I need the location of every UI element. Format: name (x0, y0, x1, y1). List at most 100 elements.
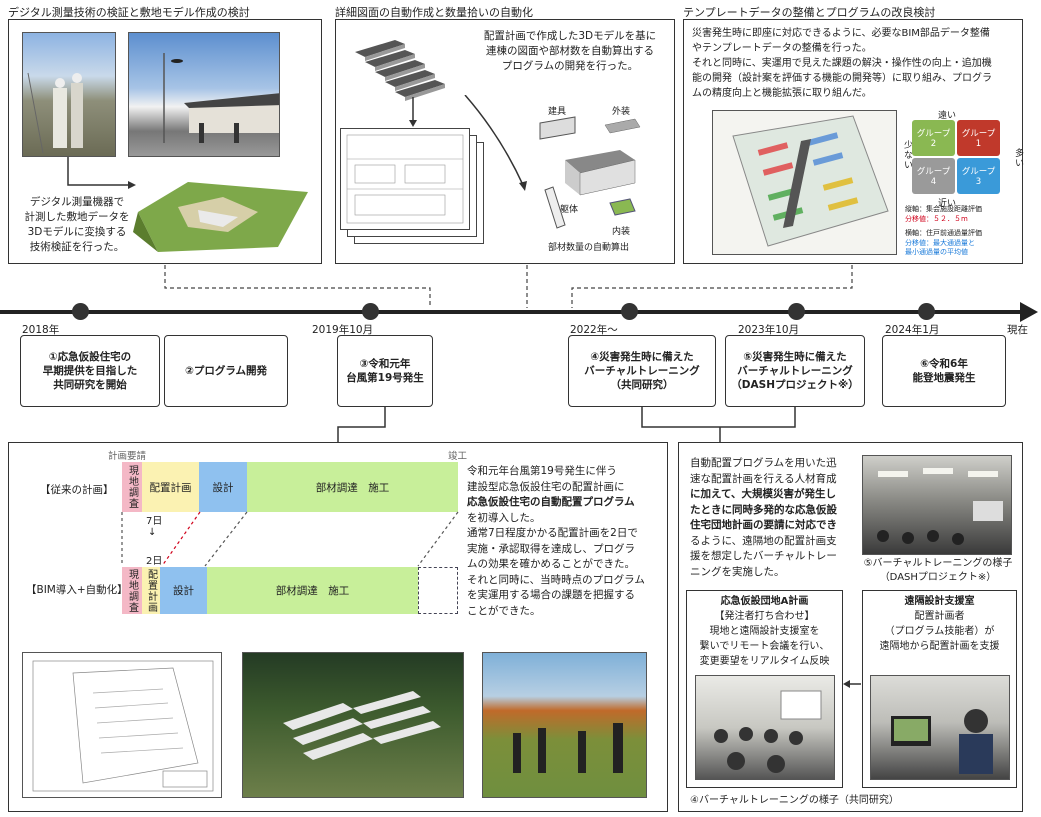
panel1-title: デジタル測量技術の検証と敷地モデル作成の検討 (8, 6, 250, 19)
panel3-desc-line: 能の開発（設計案を評価する機能の開発等）に取り組み、プログラ (692, 73, 992, 84)
group-3-cell: グループ 3 (957, 158, 1000, 194)
timeline-dot-2022 (621, 303, 638, 320)
desc-line: ニングを実施した。 (690, 565, 785, 578)
panel2-desc-line: プログラムの開発を行った。 (501, 60, 639, 72)
axis-bottom-label: 近い (938, 199, 957, 209)
legend-line: 横軸：住戸前通過量評価 (905, 229, 982, 237)
row1-survey: 現地調査 (122, 462, 142, 512)
panel3-title: テンプレートデータの整備とプログラムの改良検討 (683, 6, 936, 19)
caption-line: ⑤バーチャルトレーニングの様子 (863, 558, 1013, 569)
desc-line: に加えて、大規模災害が発生し (690, 488, 836, 500)
event-box-6: ⑥令和6年 能登地震発生 (882, 335, 1006, 407)
remote-room-line: 遠隔地から配置計画を支援 (879, 641, 1000, 652)
site-meeting-title: 応急仮設団地A計画 (720, 596, 809, 607)
remote-room-text: 遠隔設計支援室 配置計画者 （プログラム技能者）が 遠隔地から配置計画を支援 (864, 594, 1015, 654)
event-box-2: ②プログラム開発 (164, 335, 288, 407)
bottom-right-desc: 自動配置プログラムを用いた迅 速な配置計画を行える人材育成 に加えて、大規模災害… (690, 456, 855, 580)
bottom-right-caption: ④バーチャルトレーニングの様子（共同研究） (690, 795, 899, 806)
desc-line: 速な配置計画を行える人材育成 (690, 472, 837, 485)
axis-left-label: 少ない (902, 140, 912, 170)
panel1-connector (67, 157, 136, 189)
row1-build: 部材調達 施工 (247, 462, 458, 512)
timeline-dot-2024 (918, 303, 935, 320)
desc-line: たときに同時多発的な応急仮設 (690, 503, 837, 516)
desc-line: ムの効果を確かめることができた。 (467, 558, 635, 570)
group-1-cell: グループ 1 (957, 120, 1000, 156)
desc-line: それと同時に、当時時点のプログラム (467, 573, 645, 586)
remote-room-line: 配置計画者 (914, 611, 965, 622)
site-survey-photo (482, 652, 647, 798)
panel3-desc-line: やテンプレートデータの整備を行った。 (692, 43, 872, 54)
panel2-desc: 配置計画で作成した3Dモデルを基に 連棟の図面や部材数を自動算出する プログラム… (475, 29, 665, 74)
row2-design: 設計 (160, 567, 207, 614)
panel1-desc-line: 技術検証を行った。 (29, 241, 125, 253)
quadrant-legend: 縦軸：集会施設距離評価 分移値：５２．５m 横軸：住戸前通過量評価 分移値：最大… (905, 205, 982, 258)
building-3d-model (345, 32, 465, 112)
year-label-now: 現在 (1007, 324, 1028, 336)
part-label-frame: 躯体 (560, 205, 579, 215)
timeline-compare-lines (121, 511, 459, 567)
panel3-desc-line: 災害発生時に即座に対応できるように、必要なBIM部品データ整備 (692, 28, 990, 39)
timeline-dot-2018 (72, 303, 89, 320)
site-meeting-line: 繋いでリモート会議を行い、 (699, 641, 830, 652)
aerial-render-photo (242, 652, 464, 798)
panel2-arrows (409, 95, 527, 191)
panel1-desc-line: 3Dモデルに変換する (27, 226, 127, 238)
event-box-4: ④災害発生時に備えた バーチャルトレーニング （共同研究） (568, 335, 716, 407)
site-meeting-line: 【発注者打ち合わせ】 (714, 611, 815, 622)
desc-line: を初導入した。 (467, 511, 541, 524)
panel1-desc-line: 計測した敷地データを (24, 211, 130, 223)
panel3-desc: 災害発生時に即座に対応できるように、必要なBIM部品データ整備 やテンプレートデ… (692, 26, 1017, 101)
desc-line: 住宅団地計画の要請に対応でき (690, 519, 837, 531)
layout-plan-image (712, 110, 897, 255)
desc-line: 援を想定したバーチャルトレー (690, 550, 837, 562)
axis-top-label: 遠い (938, 111, 957, 121)
legend-line: 縦軸：集会施設距離評価 (905, 205, 982, 213)
remote-room-line: （プログラム技能者）が (884, 626, 995, 637)
timeline-dot-2019 (362, 303, 379, 320)
drawing-sheets (340, 128, 485, 248)
year-label-2024: 2024年1月 (885, 324, 940, 336)
site-meeting-line: 変更要望をリアルタイム反映 (699, 656, 830, 667)
remote-room-title: 遠隔設計支援室 (904, 596, 975, 607)
row2-saved-time (418, 567, 458, 614)
remote-to-site-arrow (843, 680, 861, 688)
parts-exploded-diagram (535, 115, 665, 230)
desc-line: 実施・承認取得を達成し、プログラ (467, 542, 635, 555)
desc-line: 応急仮設住宅の自動配置プログラム (467, 496, 635, 508)
timeline-arrowhead (1020, 302, 1038, 322)
event-box-5: ⑤災害発生時に備えた バーチャルトレーニング （DASHプロジェクト※） (725, 335, 865, 407)
panel2-desc-line: 配置計画で作成した3Dモデルを基に (483, 30, 657, 42)
drone-photo (128, 32, 280, 157)
part-label-interior: 内装 (612, 227, 631, 237)
row2-label: 【BIM導入+自動化】 (26, 584, 128, 596)
plan-request-label: 計画要請 (108, 451, 147, 462)
panel3-desc-line: ムの精度向上と機能拡張に取り組んだ。 (692, 88, 872, 99)
dash-training-photo (862, 455, 1012, 555)
legend-line: 最小通過量の平均値 (905, 248, 968, 256)
site-meeting-text: 応急仮設団地A計画 【発注者打ち合わせ】 現地と遠隔設計支援室を 繋いでリモート… (688, 594, 841, 669)
timeline-axis (0, 310, 1025, 314)
event-connectors (337, 407, 796, 443)
site-meeting-line: 現地と遠隔設計支援室を (709, 626, 820, 637)
group-4-cell: グループ 4 (912, 158, 955, 194)
desc-line: 通常7日程度かかる配置計画を2日で (467, 527, 638, 539)
panel2-title: 詳細図面の自動作成と数量拾いの自動化 (335, 6, 533, 19)
panel3-desc-line: それと同時に、実運用で見えた課題の解決・操作性の向上・追加機 (692, 58, 992, 69)
desc-line: ことができた。 (467, 604, 541, 617)
desc-line: 建設型応急仮設住宅の配置計画に (467, 480, 625, 493)
duration-2d: 2日 (146, 556, 163, 567)
site-3d-model (128, 172, 314, 254)
event-box-1: ①応急仮設住宅の 早期提供を目指した 共同研究を開始 (20, 335, 160, 407)
year-label-2019: 2019年10月 (312, 324, 374, 336)
event-box-3: ③令和元年 台風第19号発生 (337, 335, 433, 407)
site-plan-drawing (22, 652, 222, 798)
group-2-cell: グループ 2 (912, 120, 955, 156)
remote-room-photo (870, 675, 1010, 780)
survey-photo (22, 32, 116, 157)
timeline-dot-2023 (788, 303, 805, 320)
panel2-desc-line: 連棟の図面や部材数を自動算出する (486, 45, 654, 57)
site-meeting-photo (695, 675, 835, 780)
desc-line: 令和元年台風第19号発生に伴う (467, 465, 617, 477)
part-label-exterior: 外装 (612, 107, 631, 117)
